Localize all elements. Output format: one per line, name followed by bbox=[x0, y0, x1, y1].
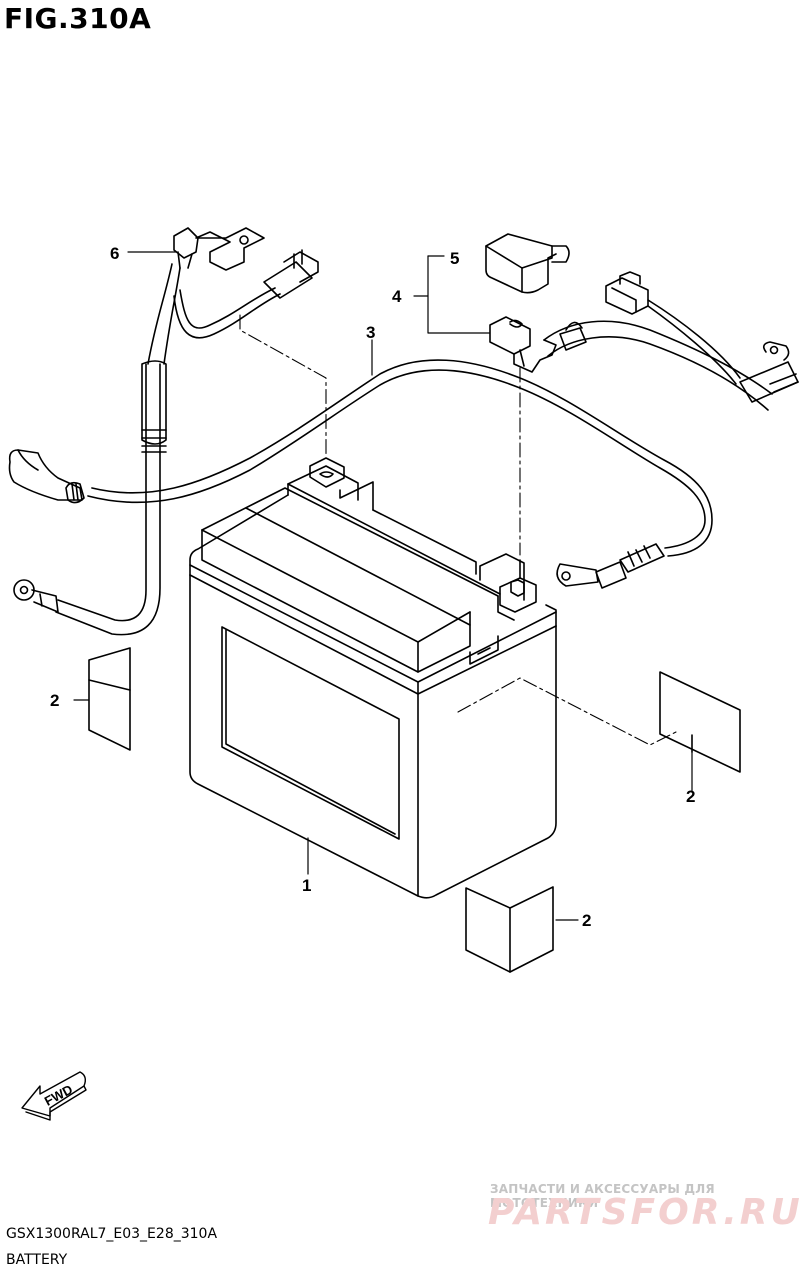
section-name: BATTERY bbox=[6, 1252, 68, 1268]
terminal-cover[interactable] bbox=[485, 233, 570, 294]
battery[interactable] bbox=[189, 457, 557, 899]
callout-1: 1 bbox=[302, 876, 311, 895]
assembly-guide-lines bbox=[239, 314, 677, 746]
leader-lines bbox=[73, 251, 693, 921]
figure-title: FIG.310A bbox=[4, 2, 152, 35]
model-code: GSX1300RAL7_E03_E28_310A bbox=[6, 1226, 218, 1242]
fwd-label: FWD bbox=[42, 1082, 75, 1109]
positive-terminal-assembly[interactable] bbox=[489, 271, 799, 411]
callout-3: 3 bbox=[366, 323, 375, 342]
watermark-tagline: ЗАПЧАСТИ И АКСЕССУАРЫ ДЛЯ МОТОТЕХНИКИ bbox=[490, 1182, 715, 1210]
battery-pad-bottom[interactable] bbox=[465, 886, 554, 973]
watermark-brand: PARTSFOR.RU bbox=[488, 1192, 800, 1233]
callout-2-right: 2 bbox=[686, 787, 695, 806]
callout-2-bottom: 2 bbox=[582, 911, 591, 930]
callout-5: 5 bbox=[450, 249, 459, 268]
callout-6: 6 bbox=[110, 244, 119, 263]
callout-2-left: 2 bbox=[50, 691, 59, 710]
callout-4: 4 bbox=[392, 287, 402, 306]
battery-pad-left[interactable] bbox=[88, 647, 131, 751]
battery-pad-right[interactable] bbox=[659, 671, 741, 773]
fwd-arrow-icon: FWD bbox=[21, 1071, 87, 1121]
battery-lead-wire[interactable] bbox=[8, 359, 713, 589]
starter-wire[interactable] bbox=[13, 227, 319, 636]
